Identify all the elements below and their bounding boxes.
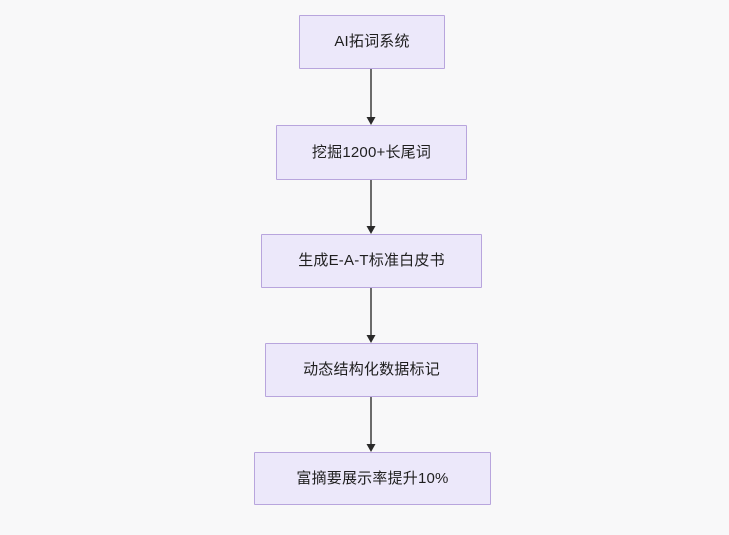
- flow-node-label: 生成E-A-T标准白皮书: [298, 252, 445, 270]
- flow-edge-arrowhead-icon: [366, 117, 376, 125]
- flow-node-label: 动态结构化数据标记: [303, 361, 440, 379]
- flow-node-label: 挖掘1200+长尾词: [311, 143, 432, 161]
- flow-node-label: AI拓词系统: [334, 33, 410, 51]
- flow-node-ai-keyword-system[interactable]: AI拓词系统: [299, 15, 445, 69]
- flow-edge-arrowhead-icon: [366, 335, 376, 343]
- flow-node-generate-eat-whitepaper[interactable]: 生成E-A-T标准白皮书: [261, 234, 482, 288]
- flow-node-rich-snippet-impression-lift[interactable]: 富摘要展示率提升10%: [254, 452, 491, 505]
- flow-edge-arrowhead-icon: [366, 226, 376, 234]
- flow-node-mine-longtail-keywords[interactable]: 挖掘1200+长尾词: [276, 125, 467, 180]
- flow-node-label: 富摘要展示率提升10%: [296, 469, 449, 487]
- flow-edge-arrowhead-icon: [366, 444, 376, 452]
- flow-node-dynamic-structured-data-markup[interactable]: 动态结构化数据标记: [265, 343, 478, 397]
